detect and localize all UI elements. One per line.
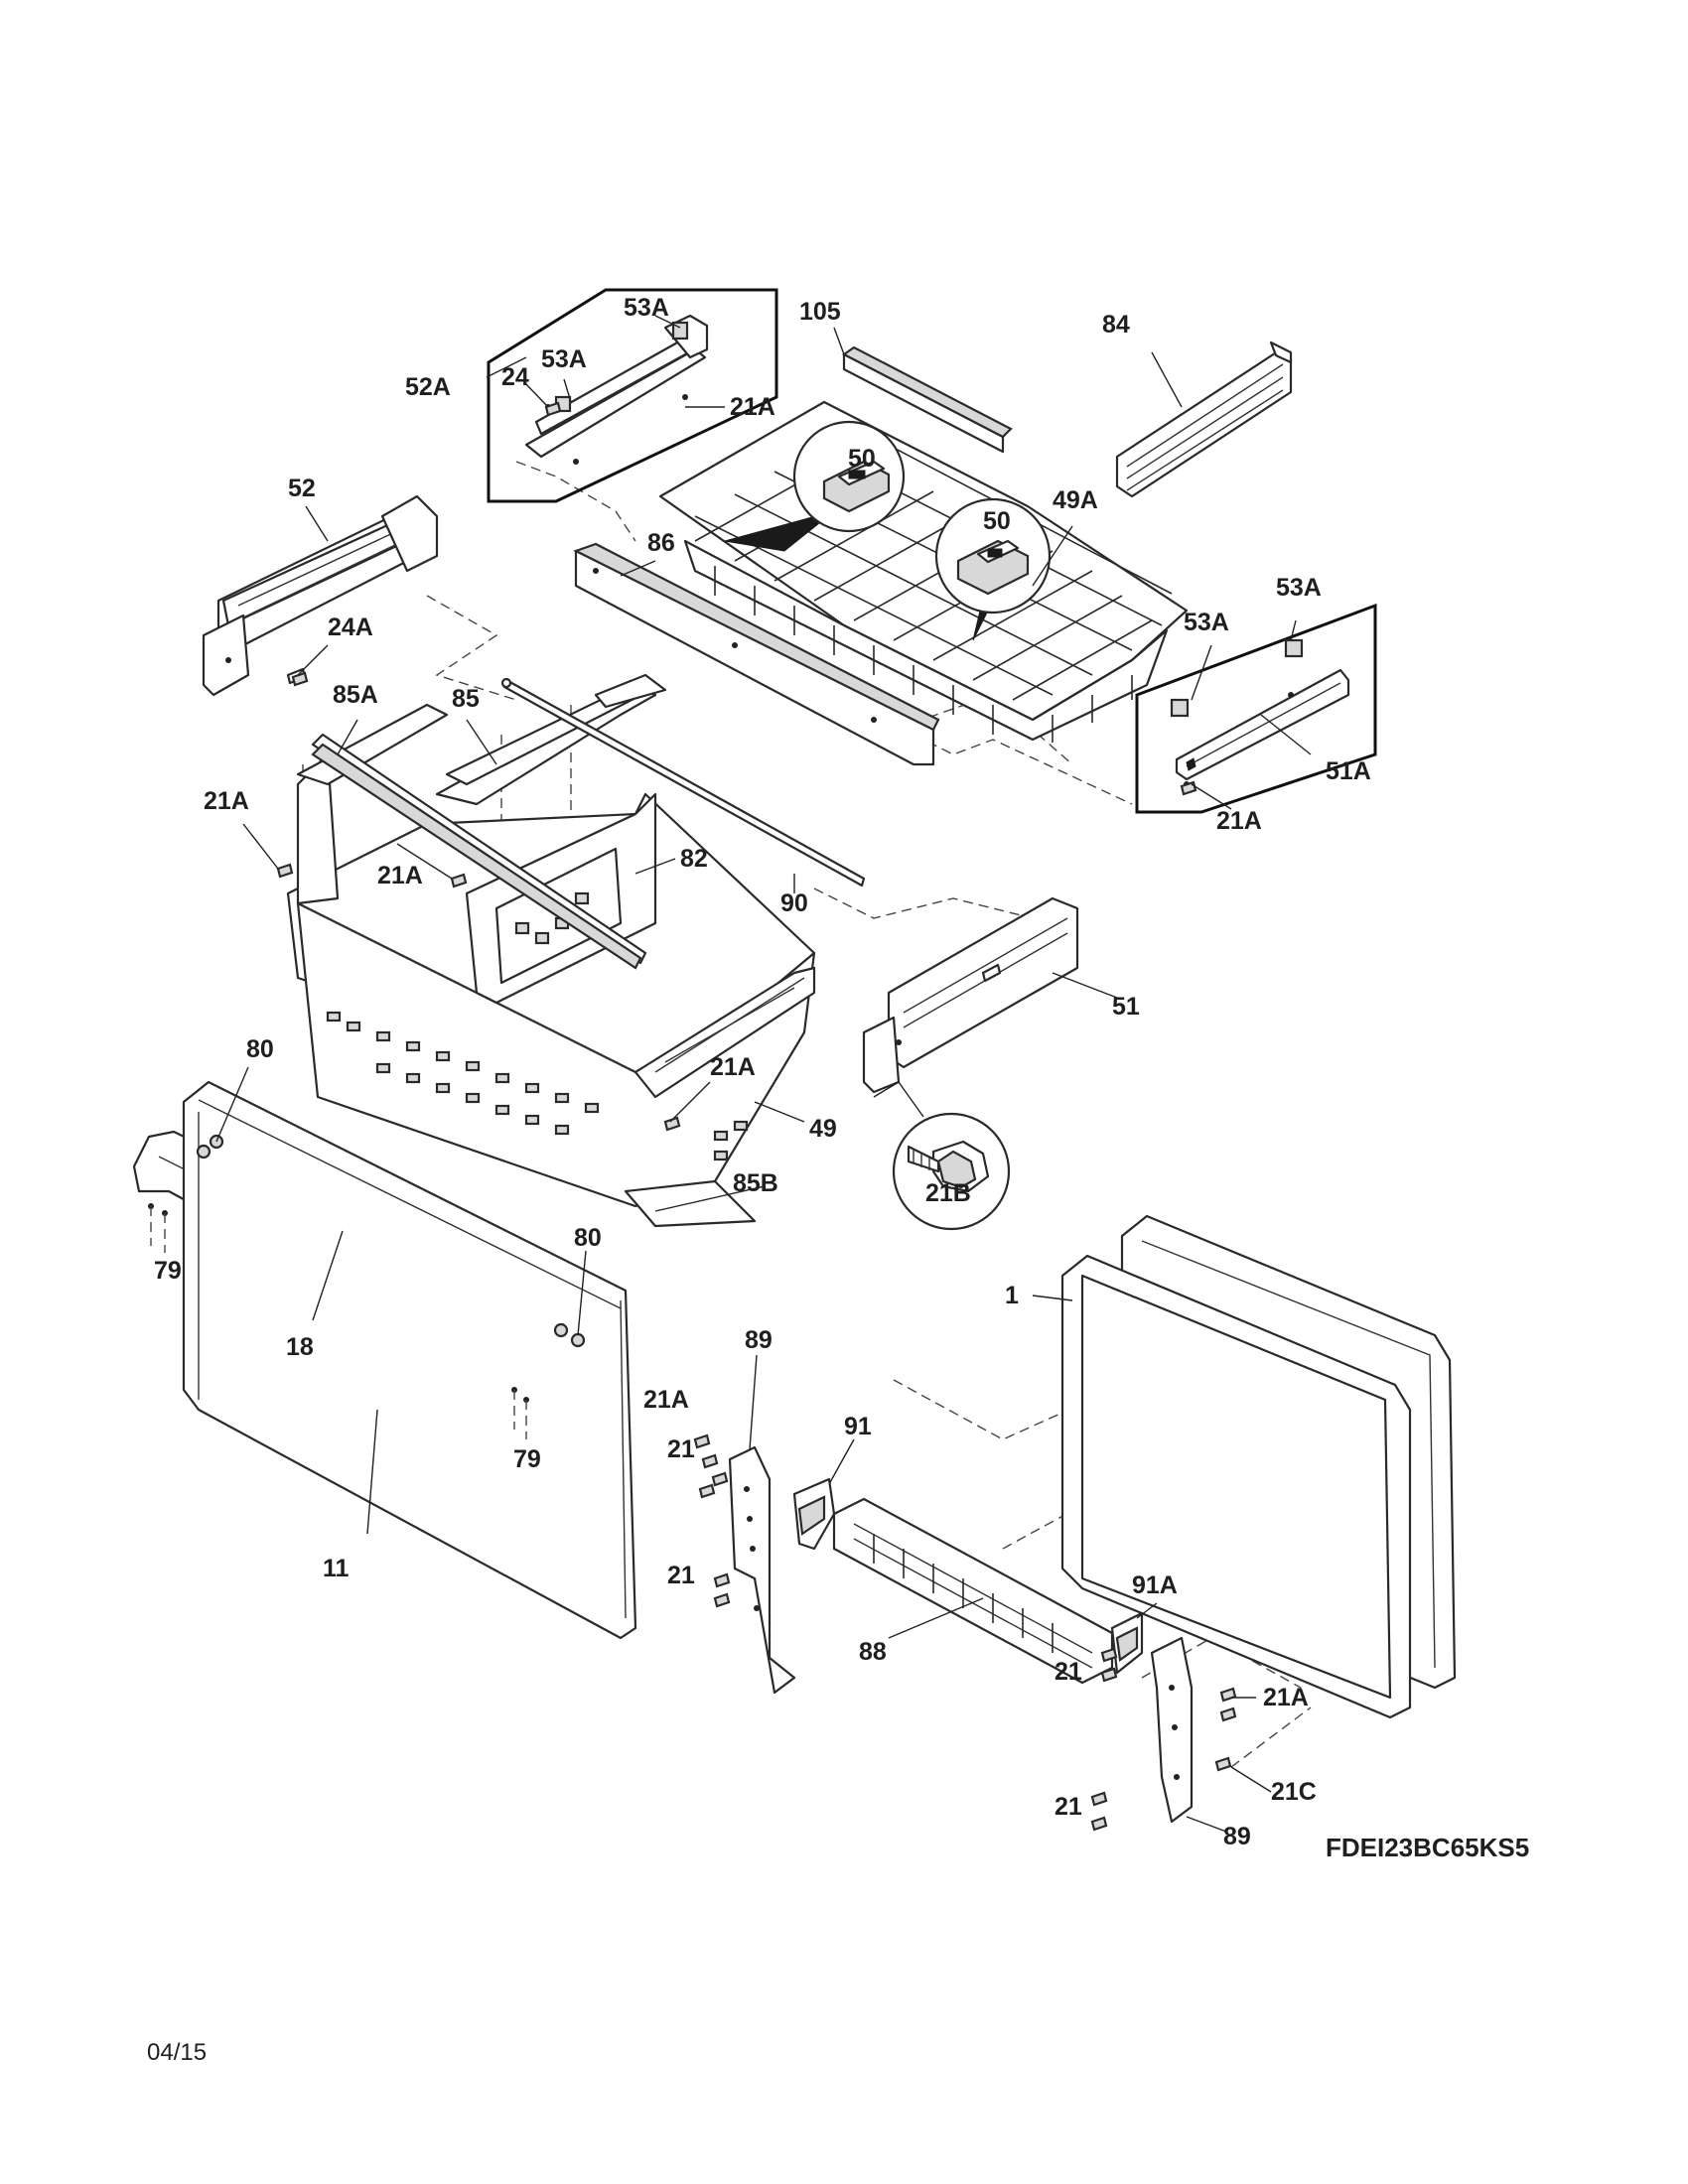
callout-49: 49 — [809, 1115, 837, 1143]
divider-85 — [435, 673, 667, 806]
callout-53a: 53A — [1184, 609, 1229, 636]
revision-date: 04/15 — [147, 2039, 207, 2066]
inset-slide-rail-right — [1135, 603, 1377, 814]
bracket-89-left — [728, 1445, 796, 1695]
callout-86: 86 — [647, 529, 675, 557]
callout-51: 51 — [1112, 993, 1140, 1021]
bracket-89-right — [1150, 1636, 1194, 1824]
callout-21a: 21A — [1263, 1684, 1309, 1711]
rod-90 — [500, 677, 866, 887]
callout-21: 21 — [1055, 1658, 1082, 1686]
callout-51a: 51A — [1326, 757, 1371, 785]
callout-21: 21 — [667, 1562, 695, 1589]
callout-79: 79 — [154, 1257, 182, 1285]
wire-guard-88 — [832, 1497, 1114, 1685]
callout-85: 85 — [452, 685, 480, 713]
callout-80: 80 — [246, 1035, 274, 1063]
slide-rail-51 — [862, 896, 1079, 1094]
callout-24: 24 — [501, 363, 529, 391]
callout-53a: 53A — [541, 345, 587, 373]
callout-50: 50 — [848, 445, 876, 473]
slide-rail-52 — [202, 494, 439, 697]
callout-50: 50 — [983, 507, 1011, 535]
callout-21a: 21A — [204, 787, 249, 815]
callout-21a: 21A — [1216, 807, 1262, 835]
callout-11: 11 — [323, 1555, 350, 1582]
bar-85a — [311, 733, 647, 970]
callout-labels: 53A 105 84 53A 24 52A 21A 52 50 50 49A 8… — [154, 294, 1371, 1850]
callout-91: 91 — [844, 1413, 872, 1440]
callout-91a: 91A — [1132, 1571, 1178, 1599]
callout-21a: 21A — [730, 393, 775, 421]
screws — [276, 401, 1237, 1832]
callout-21b: 21B — [925, 1179, 971, 1207]
divider-84 — [1115, 341, 1293, 498]
callout-82: 82 — [680, 845, 708, 873]
callout-49a: 49A — [1053, 486, 1098, 514]
callout-18: 18 — [286, 1333, 314, 1361]
clip-detail-50-right — [934, 497, 1052, 614]
callout-21a: 21A — [710, 1053, 756, 1081]
inset-slide-rail-left — [487, 288, 778, 503]
callout-79: 79 — [513, 1445, 541, 1473]
callout-53a: 53A — [1276, 574, 1322, 602]
support-bar-105 — [841, 345, 1013, 454]
callout-21: 21 — [1055, 1793, 1082, 1821]
drawer-front-11 — [182, 1080, 637, 1640]
callout-24a: 24A — [328, 614, 373, 641]
clip-detail-50-left — [792, 420, 906, 533]
callout-80: 80 — [574, 1224, 602, 1252]
bracket-91a — [1110, 1611, 1144, 1675]
screw-detail-21b — [892, 1112, 1011, 1231]
callout-88: 88 — [859, 1638, 887, 1666]
door-gasket-1 — [1060, 1254, 1412, 1719]
callout-85b: 85B — [733, 1169, 778, 1197]
callout-21a: 21A — [643, 1386, 689, 1414]
callout-52: 52 — [288, 475, 316, 502]
callout-89: 89 — [745, 1326, 773, 1354]
wire-basket-49a — [658, 400, 1189, 743]
callout-89: 89 — [1223, 1823, 1251, 1850]
callout-21: 21 — [667, 1435, 695, 1463]
callout-52a: 52A — [405, 373, 451, 401]
front-bar-86 — [573, 542, 940, 766]
callout-1: 1 — [1005, 1282, 1019, 1309]
callout-90: 90 — [780, 889, 808, 917]
callout-105: 105 — [799, 298, 841, 326]
callout-leader-lines — [215, 315, 1312, 1833]
callout-21c: 21C — [1271, 1778, 1317, 1806]
callout-84: 84 — [1102, 311, 1130, 339]
bracket-91 — [792, 1477, 836, 1551]
callout-85a: 85A — [333, 681, 378, 709]
callout-53a: 53A — [624, 294, 669, 322]
callout-21a: 21A — [377, 862, 423, 889]
model-number: FDEI23BC65KS5 — [1326, 1833, 1529, 1862]
